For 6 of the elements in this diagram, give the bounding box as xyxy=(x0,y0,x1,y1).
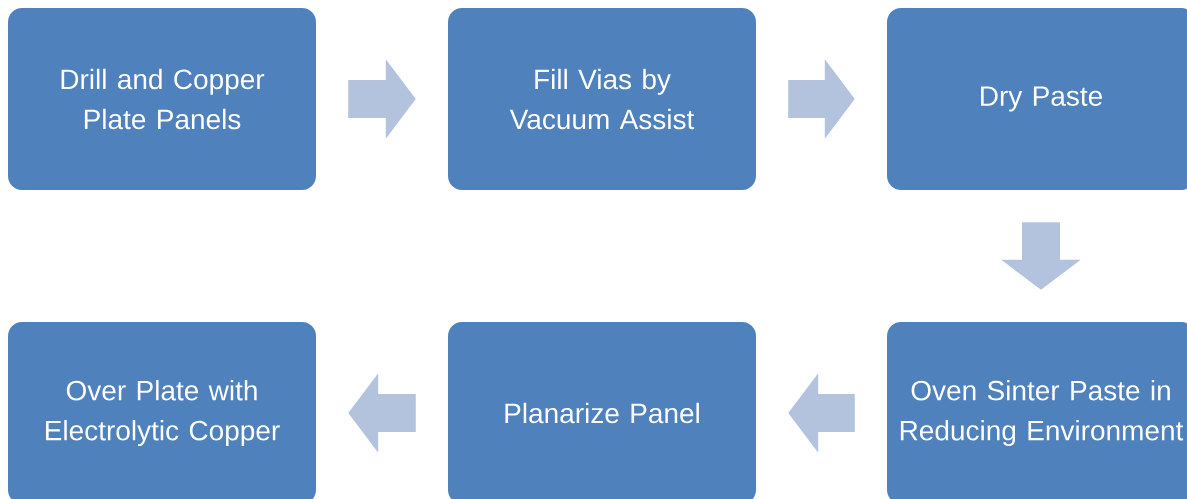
process-box: Planarize Panel xyxy=(448,322,756,499)
process-box: Drill and Copper Plate Panels xyxy=(8,8,316,190)
process-box: Over Plate with Electrolytic Copper xyxy=(8,322,316,499)
process-box: Dry Paste xyxy=(887,8,1187,190)
process-box: Fill Vias by Vacuum Assist xyxy=(448,8,756,190)
process-box: Oven Sinter Paste in Reducing Environment xyxy=(887,322,1187,499)
